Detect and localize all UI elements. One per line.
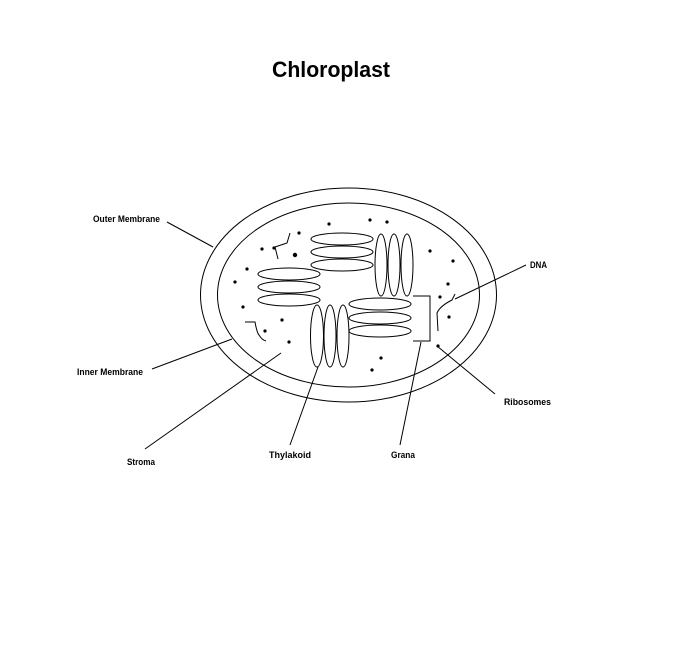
- granum-top-horizontal: [310, 232, 374, 272]
- dna-strand: [245, 321, 267, 342]
- leader-outer-membrane: [166, 221, 214, 248]
- thylakoid-disc: [348, 311, 412, 325]
- leader-thylakoid: [289, 366, 319, 446]
- leader-inner-membrane: [151, 338, 233, 370]
- ribosomes-dots: [233, 218, 455, 372]
- thylakoid-disc: [310, 258, 374, 272]
- grana-bracket: [413, 295, 431, 342]
- thylakoid-disc: [257, 267, 321, 281]
- dna-strand: [436, 293, 456, 332]
- thylakoid-disc: [336, 304, 350, 368]
- leader-lines: [144, 221, 527, 450]
- label-outer-membrane: Outer Membrane: [93, 214, 160, 225]
- label-thylakoid: Thylakoid: [269, 450, 311, 461]
- thylakoid-disc: [387, 233, 401, 297]
- thylakoid-disc: [310, 245, 374, 259]
- leader-ribosomes: [436, 345, 496, 395]
- granum-top-vertical: [374, 233, 414, 297]
- leader-grana: [399, 341, 422, 446]
- outer-membrane: [200, 187, 497, 403]
- diagram-title: Chloroplast: [272, 57, 391, 82]
- thylakoid-disc: [257, 293, 321, 307]
- granum-right-horizontal: [348, 297, 412, 338]
- label-inner-membrane: Inner Membrane: [77, 367, 143, 378]
- thylakoid-disc: [348, 297, 412, 311]
- granum-bottom-vertical: [310, 304, 350, 368]
- inner-membrane: [217, 202, 480, 388]
- leader-dna: [454, 264, 527, 300]
- thylakoid-disc: [310, 232, 374, 246]
- leader-stroma: [144, 352, 282, 450]
- label-ribosomes: Ribosomes: [504, 397, 551, 408]
- thylakoid-disc: [323, 304, 337, 368]
- thylakoid-disc: [310, 304, 324, 368]
- label-stroma: Stroma: [127, 457, 156, 468]
- thylakoid-disc: [348, 324, 412, 338]
- thylakoid-disc: [257, 280, 321, 294]
- thylakoid-disc: [374, 233, 388, 297]
- label-dna: DNA: [530, 260, 547, 271]
- dna-strand: [274, 232, 291, 260]
- granum-left-horizontal: [257, 267, 321, 307]
- thylakoid-disc: [400, 233, 414, 297]
- label-grana: Grana: [391, 450, 416, 461]
